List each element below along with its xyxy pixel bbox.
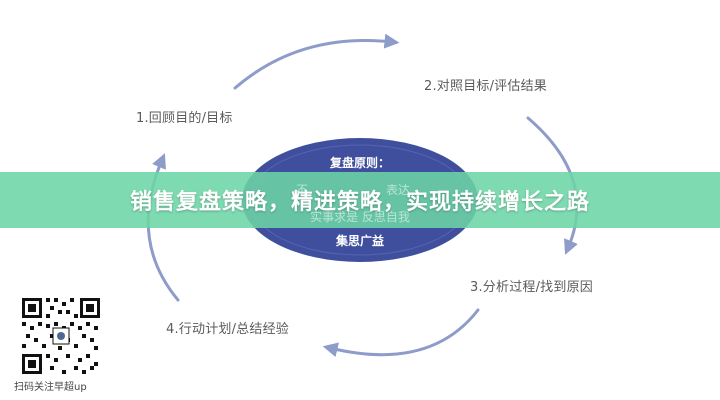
banner-title: 销售复盘策略，精进策略，实现持续增长之路 — [129, 190, 590, 215]
step-2-label: 2.对照目标/评估结果 — [424, 79, 547, 94]
step-3-label: 3.分析过程/找到原因 — [470, 280, 593, 295]
qr-caption: 扫码关注早超up — [14, 382, 87, 393]
qr-code-icon — [20, 296, 102, 376]
principles-line-3: 集思广益 — [335, 234, 384, 248]
principles-title: 复盘原则： — [329, 156, 390, 170]
principles-line-1-right: 表达 — [386, 183, 411, 197]
title-banner: 销售复盘策略，精进策略，实现持续增长之路 — [0, 172, 720, 228]
principles-line-1-left: 不 — [296, 183, 309, 197]
step-4-label: 4.行动计划/总结经验 — [166, 322, 289, 337]
arrow-step3-to-step4 — [322, 308, 480, 358]
arrow-step1-to-step2 — [233, 33, 400, 90]
step-1-label: 1.回顾目的/目标 — [136, 111, 233, 126]
principles-line-2: 实事求是 反思自我 — [310, 210, 410, 224]
